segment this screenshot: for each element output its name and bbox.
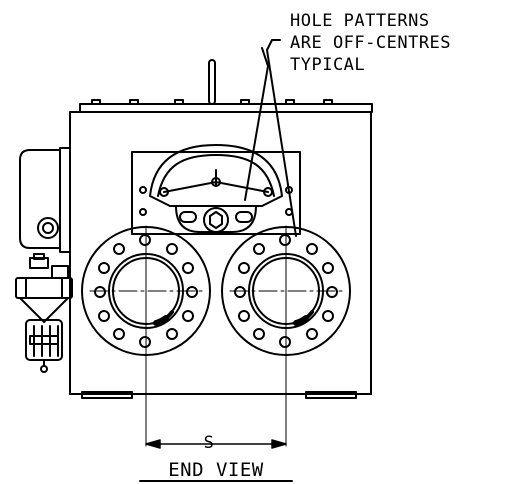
annotation-line-3: TYPICAL <box>290 55 365 75</box>
center-lines <box>89 225 346 447</box>
gauge-dial-icon <box>149 144 283 233</box>
gauge-panel <box>131 151 301 235</box>
filter-regulator <box>15 253 73 373</box>
annotation-line-2: ARE OFF-CENTRES <box>290 33 451 53</box>
annotation-line-1: HOLE PATTERNS <box>290 11 430 31</box>
dimension-s <box>145 439 287 449</box>
cable-gland-icon <box>37 217 59 239</box>
annotation-leaders <box>244 39 297 237</box>
junction-box <box>19 147 71 253</box>
view-title: END VIEW <box>168 459 264 481</box>
top-lid <box>79 99 373 113</box>
dimension-label: S <box>204 433 215 453</box>
top-rod <box>208 59 216 105</box>
